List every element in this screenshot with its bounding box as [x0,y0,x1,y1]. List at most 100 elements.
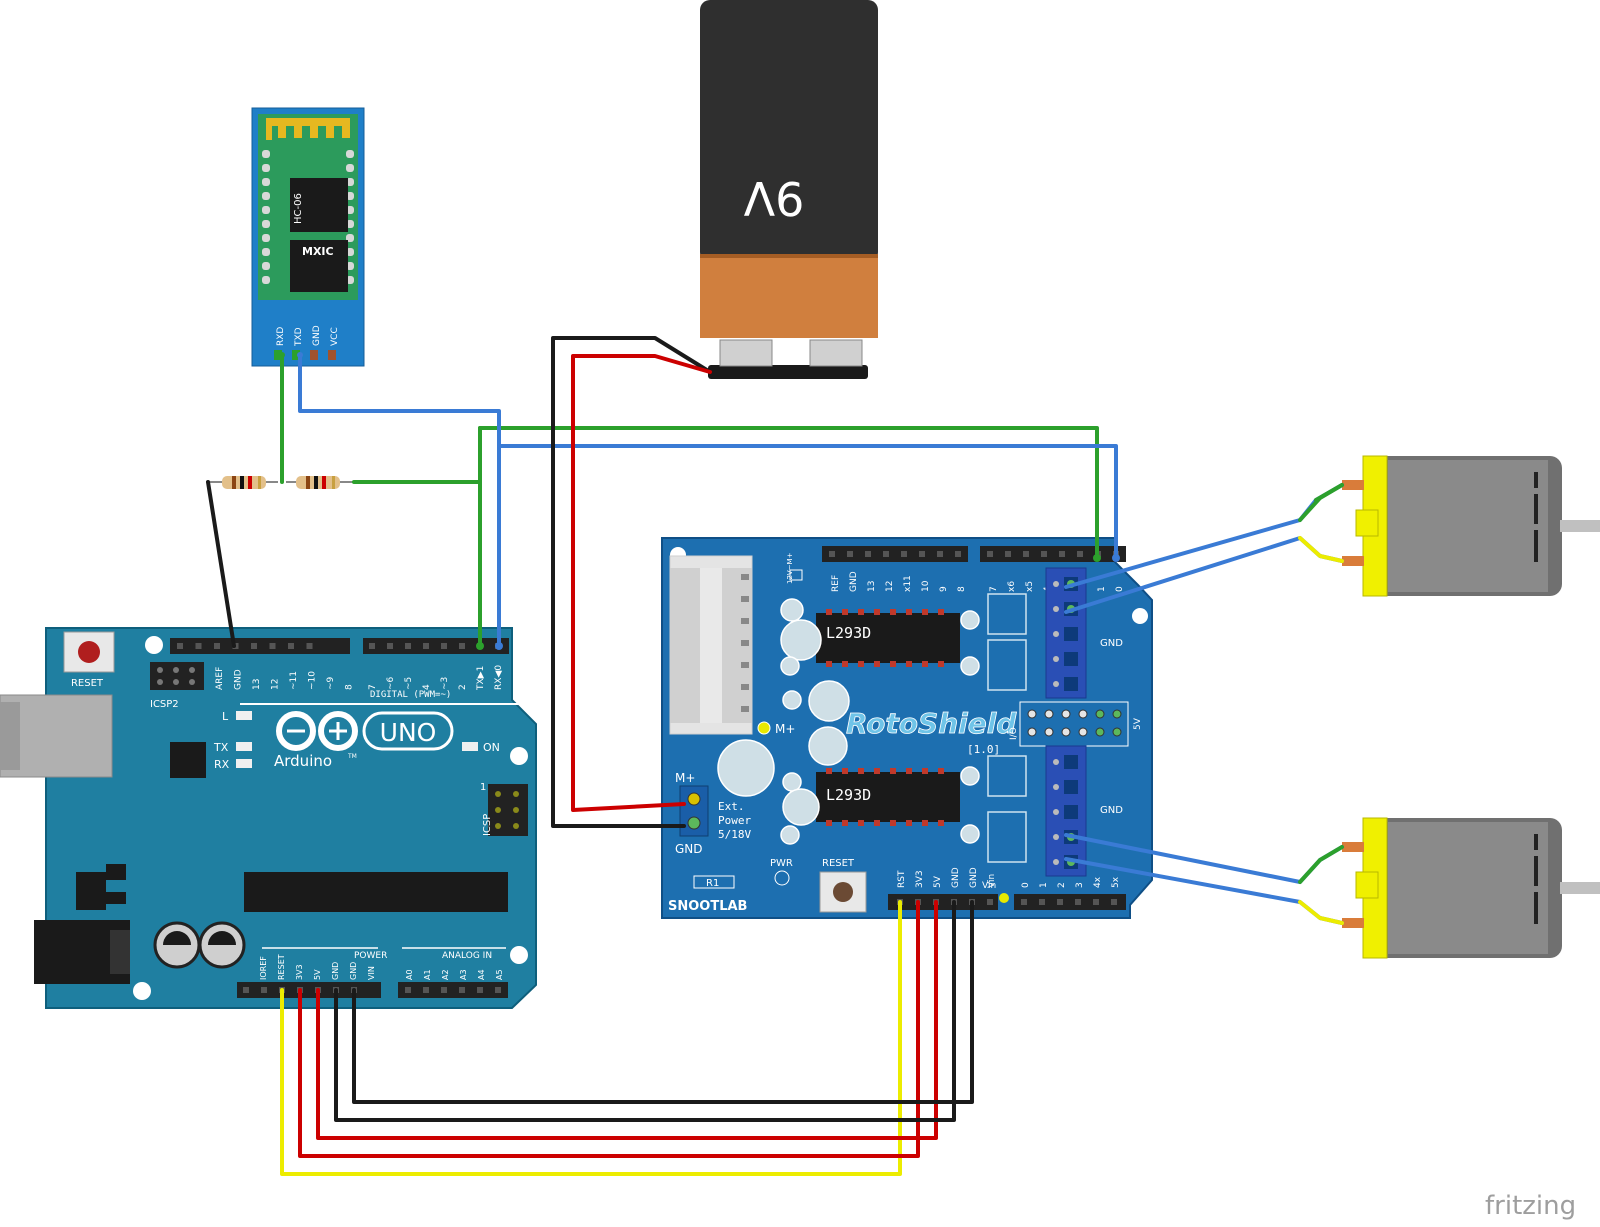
ext-power-label-2: Power [718,814,751,827]
header-pin[interactable] [441,643,447,649]
power-header [237,982,381,998]
pin-label: x6 [1007,581,1017,592]
pin-label: IOREF [259,956,268,980]
header-pin[interactable] [261,987,267,993]
resistor-2 [286,476,354,489]
header-pin[interactable] [847,551,853,557]
header-pin[interactable] [495,987,501,993]
pin-label: GND [234,669,244,690]
shield-reset-label: RESET [822,858,855,869]
pin-label: GND [969,867,979,888]
wire-3v3 [298,900,920,1158]
twelve-v-label: 12V~M+ [786,552,794,584]
header-pin[interactable] [387,643,393,649]
led-l-label: L [222,710,229,723]
snootlab-brand: SNOOTLAB [668,899,747,914]
pin-label: 0 [1021,882,1031,888]
rotoshield-name: RotoShield [846,707,1017,740]
reset-label: RESET [71,678,104,689]
pin-label: ~11 [289,671,299,690]
pin-label: REF [831,575,841,592]
header-pin[interactable] [369,643,375,649]
header-pin[interactable] [459,987,465,993]
pin-label: 8 [957,586,967,592]
header-pin[interactable] [423,643,429,649]
arduino-brand: Arduino [274,752,332,770]
header-pin[interactable] [865,551,871,557]
header-pin[interactable] [1057,899,1063,905]
header-pin[interactable] [251,643,257,649]
pin-label: RST [897,870,907,888]
header-pin[interactable] [195,643,202,649]
ic2-label: L293D [826,786,871,804]
header-pin[interactable] [883,551,889,557]
l293d-chip-1: L293D [816,609,960,667]
wire-bt-txd [298,353,501,648]
pin-label: x5 [1025,581,1035,592]
header-pin[interactable] [1077,551,1083,557]
pin-label: 1 [1039,882,1049,888]
ext-power-label-3: 5/18V [718,828,751,841]
pin-label: 0 [1115,586,1125,592]
l293d-chip-2: L293D [816,768,960,826]
fritzing-watermark: fritzing [1485,1191,1576,1221]
header-pin[interactable] [1023,551,1029,557]
motor-terminal-top [1045,567,1087,699]
header-pin[interactable] [306,643,313,649]
digital-header-left [170,638,350,654]
header-pin[interactable] [1111,899,1117,905]
header-pin[interactable] [405,643,411,649]
header-pin[interactable] [1093,899,1099,905]
header-pin[interactable] [955,551,961,557]
pin-label: 13 [252,679,262,690]
header-pin[interactable] [1075,899,1081,905]
m-plus-label: M+ [675,771,695,785]
header-pin[interactable] [441,987,447,993]
mxic-label: MXIC [302,245,334,258]
wire-resistor-gnd [206,480,236,648]
header-pin[interactable] [1059,551,1065,557]
header-pin[interactable] [1021,899,1027,905]
bt-pin-label: RXD [276,327,286,346]
header-pin[interactable] [1039,899,1045,905]
pin-label: GND [849,571,859,592]
header-pin[interactable] [829,551,835,557]
header-pin[interactable] [1005,551,1011,557]
header-pin[interactable] [1041,551,1047,557]
arduino-infinity-logo [276,711,358,751]
header-pin[interactable] [243,987,249,993]
pwr-label: PWR [770,858,793,869]
header-pin[interactable] [937,551,943,557]
header-pin[interactable] [423,987,429,993]
header-pin[interactable] [459,643,465,649]
header-pin[interactable] [919,551,925,557]
header-pin[interactable] [477,987,483,993]
pin-label: 3V3 [915,870,925,888]
header-pin[interactable] [987,551,993,557]
analog-header [398,982,508,998]
r1-label: R1 [706,878,719,889]
pin-label: ~5 [404,677,414,690]
header-pin[interactable] [987,899,993,905]
pin-label: 10 [921,580,931,592]
pin-label: 4 [422,684,432,690]
power-label: POWER [354,951,387,961]
wire-battery-pos [571,354,712,812]
header-pin[interactable] [177,643,183,649]
header-pin[interactable] [288,643,294,649]
digital-label: DIGITAL (PWM=~) [370,690,451,700]
pin-label: A1 [423,969,432,980]
icsp2-label: ICSP2 [150,699,179,710]
header-pin[interactable] [269,643,276,649]
pin-label: RESET [277,954,286,980]
io-label: I/O [1009,727,1019,740]
header-pin[interactable] [901,551,907,557]
pin-label: A3 [459,969,468,980]
pin-label: 12 [885,581,895,592]
header-pin[interactable] [214,643,220,649]
uno-label: UNO [380,718,437,747]
header-pin[interactable] [405,987,411,993]
